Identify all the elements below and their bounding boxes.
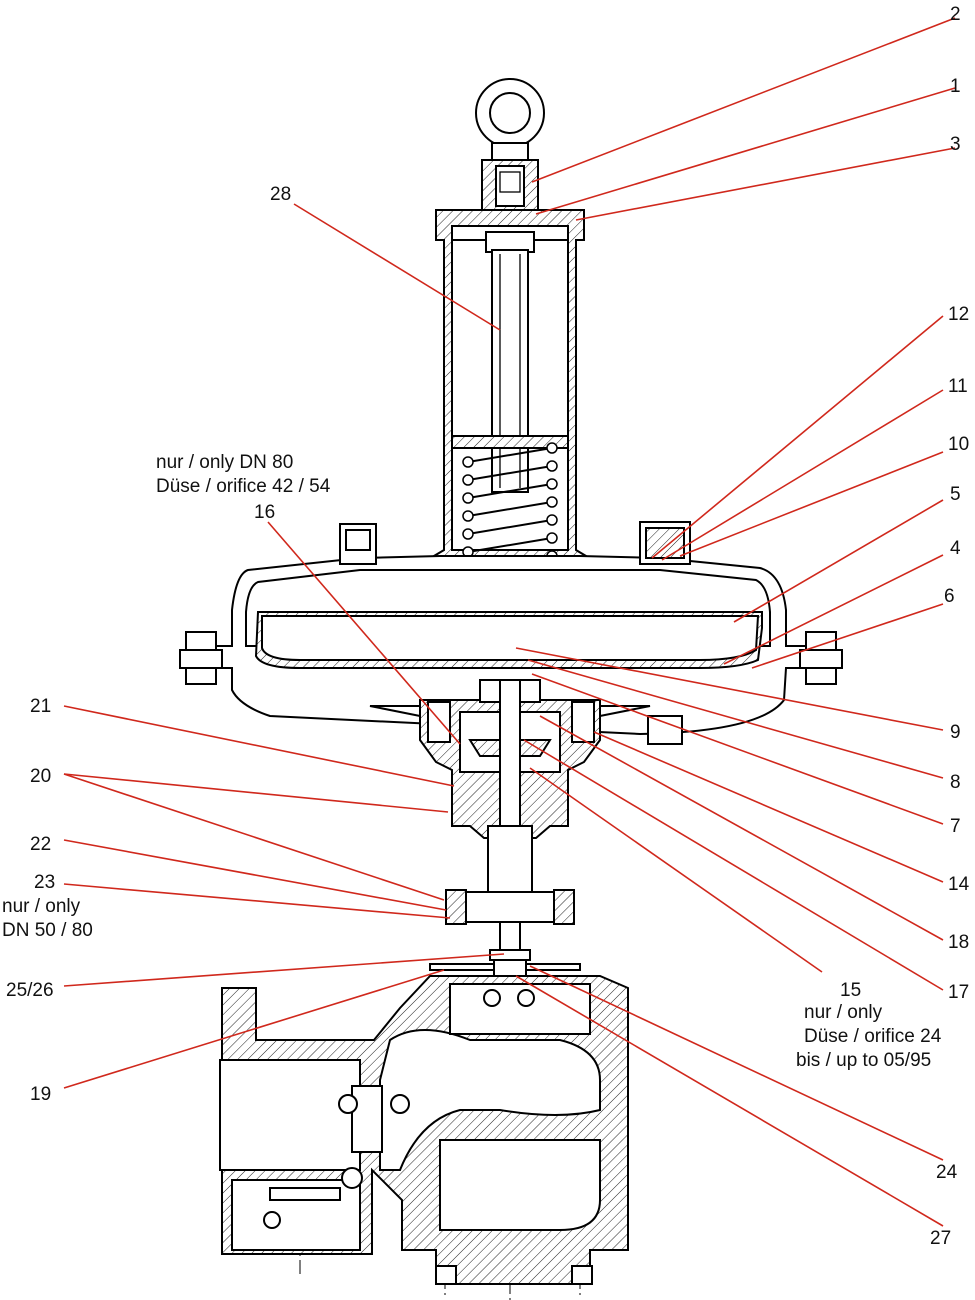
label-23: 23 <box>34 872 55 893</box>
label-3: 3 <box>950 134 961 155</box>
spring-plate <box>451 435 569 449</box>
label-8: 8 <box>950 772 961 793</box>
label-21: 21 <box>30 696 51 717</box>
adjusting-screw <box>491 249 529 493</box>
label-4: 4 <box>950 538 961 559</box>
annotation-notes: nur / only DN 80 Düse / orifice 42 / 54 … <box>2 452 942 1071</box>
note-dn5080-line2: DN 50 / 80 <box>2 920 93 941</box>
label-2: 2 <box>950 4 961 25</box>
label-27: 27 <box>930 1228 951 1249</box>
label-7: 7 <box>950 816 961 837</box>
label-16: 16 <box>254 502 275 523</box>
label-15: 15 <box>840 980 861 1001</box>
note-dn5080-line1: nur / only <box>2 896 81 917</box>
label-17: 17 <box>948 982 969 1003</box>
label-5: 5 <box>950 484 961 505</box>
lifting-eye <box>475 78 545 164</box>
leader-lines <box>63 17 956 1227</box>
part-labels: 2 1 3 28 12 11 10 5 4 6 9 8 7 14 18 17 1… <box>6 4 970 1249</box>
note-orifice24-line3: bis / up to 05/95 <box>796 1050 931 1071</box>
valve-drawing <box>179 78 843 1300</box>
diaphragm-housing <box>179 521 843 745</box>
top-cap <box>481 159 539 211</box>
label-11: 11 <box>948 376 968 397</box>
label-18: 18 <box>948 932 969 953</box>
note-dn80-line1: nur / only DN 80 <box>156 452 293 473</box>
intermediate-body <box>369 679 651 839</box>
valve-body <box>219 975 629 1285</box>
label-25-26: 25/26 <box>6 980 54 1001</box>
label-12: 12 <box>948 304 969 325</box>
label-6: 6 <box>944 586 955 607</box>
label-20: 20 <box>30 766 51 787</box>
label-10: 10 <box>948 434 969 455</box>
label-24: 24 <box>936 1162 958 1183</box>
note-orifice24-line1: nur / only <box>804 1002 883 1023</box>
label-28: 28 <box>270 184 291 205</box>
valve-stem <box>429 679 581 983</box>
label-19: 19 <box>30 1084 51 1105</box>
note-dn80-line2: Düse / orifice 42 / 54 <box>156 476 331 497</box>
label-9: 9 <box>950 722 961 743</box>
label-1: 1 <box>950 76 961 97</box>
note-orifice24-line2: Düse / orifice 24 <box>804 1026 942 1047</box>
label-22: 22 <box>30 834 51 855</box>
label-14: 14 <box>948 874 970 895</box>
